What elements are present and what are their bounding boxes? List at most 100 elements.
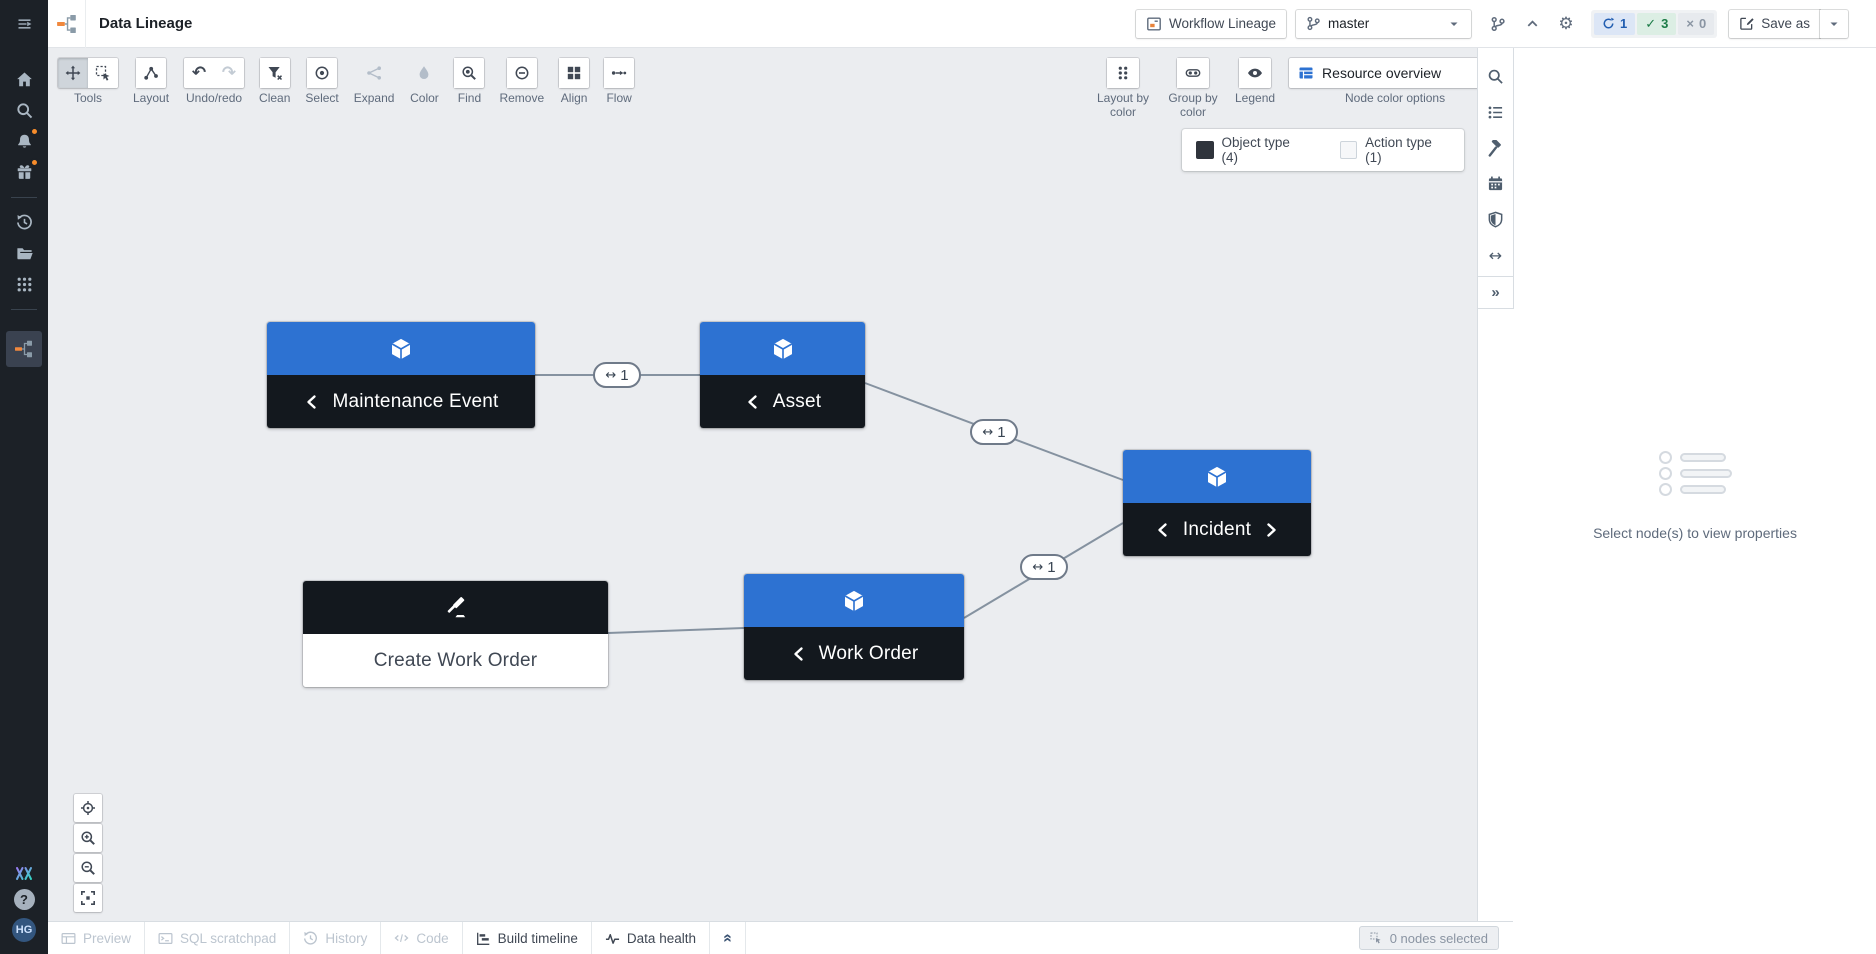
legend-button[interactable] bbox=[1239, 58, 1272, 88]
expand-left-icon[interactable] bbox=[303, 393, 321, 411]
node-incident[interactable]: Incident bbox=[1123, 450, 1311, 556]
menu-expand-button[interactable] bbox=[0, 0, 48, 48]
check-icon: ✓ bbox=[1645, 15, 1657, 31]
edge-label-asset-incident[interactable]: ↔ 1 bbox=[970, 419, 1018, 445]
remove-button[interactable] bbox=[506, 58, 537, 88]
settings-button[interactable]: ⚙ bbox=[1553, 11, 1579, 37]
workflow-lineage-label: Workflow Lineage bbox=[1168, 16, 1277, 31]
sidebar-item-files[interactable] bbox=[8, 238, 40, 269]
tab-label: Data health bbox=[626, 930, 696, 946]
clean-button[interactable] bbox=[259, 58, 290, 88]
edge-label-maintenance-asset[interactable]: ↔ 1 bbox=[593, 362, 641, 388]
timeline-icon bbox=[476, 932, 489, 945]
panel-collapse-button[interactable]: » bbox=[1481, 277, 1511, 308]
collapse-header-button[interactable] bbox=[1519, 11, 1545, 37]
edge-label-workorder-incident[interactable]: ↔ 1 bbox=[1020, 554, 1068, 580]
builds-succeeded-badge[interactable]: ✓ 3 bbox=[1637, 12, 1677, 35]
marquee-select-tool-button[interactable] bbox=[88, 58, 118, 88]
expand-group: Expand bbox=[353, 58, 395, 106]
calendar-icon bbox=[1488, 176, 1503, 191]
builds-in-progress-badge[interactable]: 1 bbox=[1594, 12, 1636, 35]
edge-count: 1 bbox=[620, 366, 629, 384]
tab-data-health[interactable]: Data health bbox=[592, 922, 710, 954]
zoom-to-fit-button[interactable] bbox=[74, 884, 102, 912]
expand-left-icon[interactable] bbox=[790, 645, 808, 663]
cube-icon bbox=[1207, 466, 1227, 487]
undo-redo-group: ↶ ↷ Undo/redo bbox=[184, 58, 245, 106]
gear-icon: ⚙ bbox=[1558, 14, 1574, 33]
save-as-button[interactable]: Save as bbox=[1729, 9, 1820, 38]
tools-label: Tools bbox=[73, 91, 102, 105]
workflow-lineage-button[interactable]: Workflow Lineage bbox=[1135, 9, 1287, 38]
sidebar-item-notifications[interactable] bbox=[8, 126, 40, 157]
sidebar-item-search[interactable] bbox=[8, 95, 40, 126]
panel-properties-tab[interactable] bbox=[1481, 95, 1511, 131]
layout-by-color-button[interactable] bbox=[1107, 58, 1139, 88]
redo-button[interactable]: ↷ bbox=[214, 58, 245, 88]
panel-security-tab[interactable] bbox=[1481, 202, 1511, 238]
select-button[interactable] bbox=[307, 58, 338, 88]
expand-label: Expand bbox=[353, 91, 395, 105]
expand-right-icon[interactable] bbox=[1262, 521, 1280, 539]
target-icon bbox=[81, 801, 95, 815]
refresh-icon bbox=[1603, 17, 1615, 29]
help-button[interactable]: ? bbox=[13, 889, 35, 910]
app-logo[interactable] bbox=[48, 0, 86, 48]
node-asset[interactable]: Asset bbox=[700, 322, 865, 428]
zoom-out-button[interactable] bbox=[74, 854, 102, 882]
branch-name: master bbox=[1328, 16, 1370, 31]
tab-build-timeline[interactable]: Build timeline bbox=[463, 922, 592, 954]
sidebar-item-data-lineage-active[interactable] bbox=[6, 331, 42, 367]
edge-count: 1 bbox=[997, 423, 1006, 441]
locate-button[interactable] bbox=[74, 794, 102, 822]
whats-new-badge bbox=[30, 158, 39, 167]
node-color-select[interactable]: Resource overview bbox=[1289, 58, 1477, 88]
bidirectional-arrow-icon: ↔ bbox=[982, 424, 994, 440]
node-label: Asset bbox=[772, 390, 822, 412]
branch-select[interactable]: master bbox=[1296, 9, 1472, 38]
align-button[interactable] bbox=[559, 58, 590, 88]
save-as-menu-button[interactable] bbox=[1820, 9, 1848, 38]
node-work-order[interactable]: Work Order bbox=[744, 574, 964, 680]
succeeded-count: 3 bbox=[1661, 16, 1669, 31]
history-icon bbox=[16, 214, 32, 230]
layout-label: Layout bbox=[133, 91, 170, 105]
sidebar-item-history[interactable] bbox=[8, 207, 40, 238]
panel-schedule-tab[interactable] bbox=[1481, 166, 1511, 202]
save-as-split-button: Save as bbox=[1729, 9, 1848, 38]
panel-search-tab[interactable] bbox=[1481, 59, 1511, 95]
notification-badge bbox=[30, 127, 39, 136]
remove-group: Remove bbox=[499, 58, 544, 106]
move-icon bbox=[65, 65, 81, 81]
search-icon bbox=[16, 103, 32, 119]
expand-left-icon[interactable] bbox=[744, 393, 762, 411]
group-by-color-button[interactable] bbox=[1177, 58, 1209, 88]
undo-button[interactable]: ↶ bbox=[184, 58, 215, 88]
find-button[interactable] bbox=[454, 58, 485, 88]
collapse-panel-button[interactable]: » bbox=[710, 922, 746, 954]
user-avatar[interactable]: HG bbox=[12, 918, 36, 942]
color-button-disabled bbox=[409, 58, 439, 88]
node-create-work-order[interactable]: Create Work Order bbox=[303, 581, 608, 687]
sidebar-divider bbox=[11, 197, 37, 198]
tab-label: Build timeline bbox=[497, 930, 578, 946]
panel-compare-tab[interactable]: ↔ bbox=[1481, 237, 1511, 273]
flow-button[interactable] bbox=[604, 58, 635, 88]
sidebar-nav bbox=[6, 64, 42, 367]
home-icon bbox=[16, 72, 32, 87]
node-maintenance-event[interactable]: Maintenance Event bbox=[267, 322, 535, 428]
node-label: Create Work Order bbox=[373, 649, 538, 671]
expand-left-icon[interactable] bbox=[1154, 521, 1172, 539]
sidebar-item-apps[interactable] bbox=[8, 269, 40, 300]
zoom-in-button[interactable] bbox=[74, 824, 102, 852]
action-type-label: Action type (1) bbox=[1365, 135, 1432, 165]
builds-failed-badge[interactable]: × 0 bbox=[1678, 12, 1715, 35]
panel-build-tab[interactable] bbox=[1481, 130, 1511, 166]
cube-icon bbox=[844, 590, 864, 611]
pan-tool-button[interactable] bbox=[58, 58, 88, 88]
layout-button[interactable] bbox=[136, 58, 167, 88]
graph-canvas[interactable]: Tools Layout ↶ ↷ Undo/redo Clean bbox=[48, 48, 1477, 921]
sidebar-item-whats-new[interactable] bbox=[8, 157, 40, 188]
branches-button[interactable] bbox=[1485, 11, 1511, 37]
sidebar-item-home[interactable] bbox=[8, 64, 40, 95]
